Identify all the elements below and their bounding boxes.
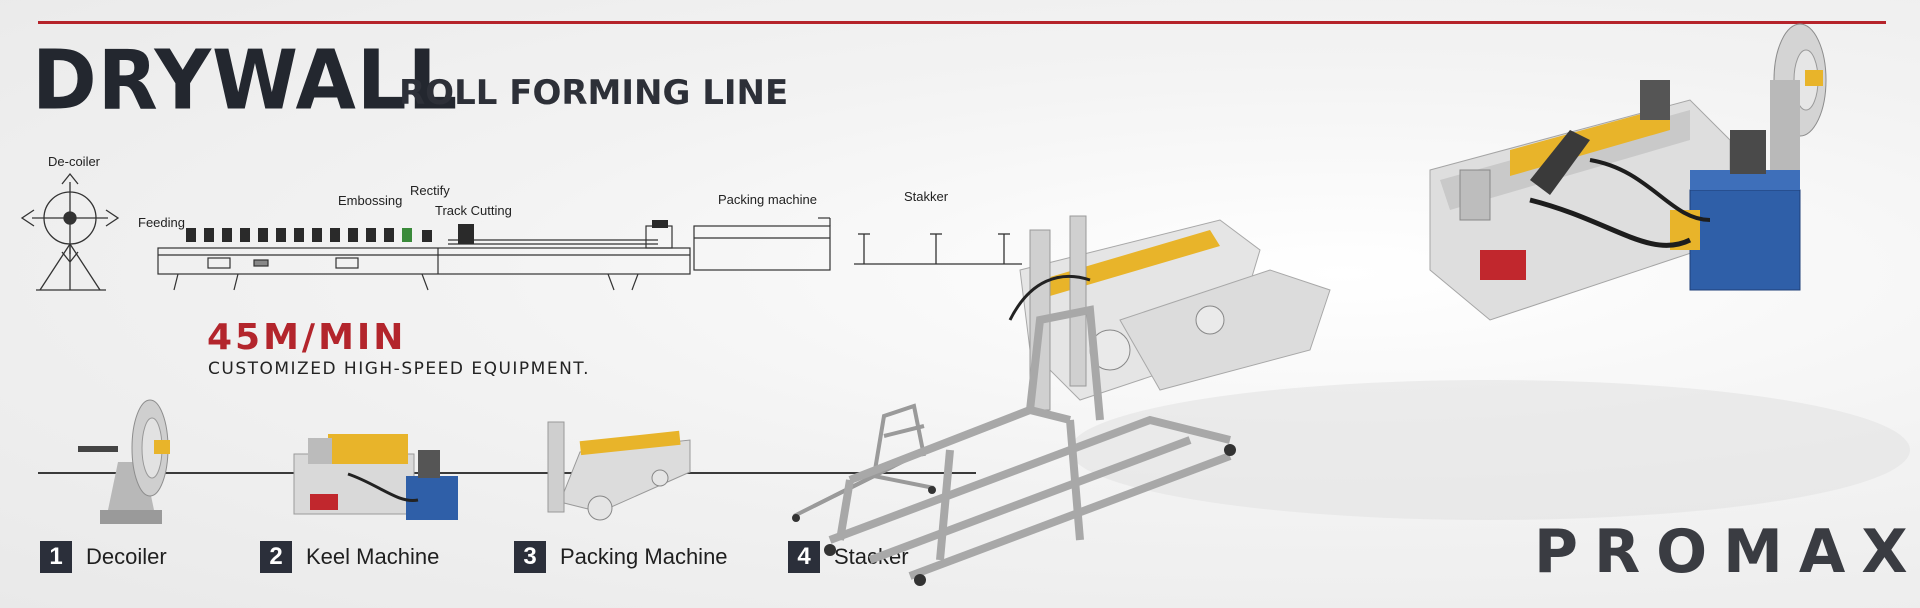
- step-label-packing-machine: Packing Machine: [560, 544, 728, 569]
- speed-headline: 45M/MIN: [207, 317, 407, 358]
- packing-machine-thumbnail: [547, 421, 691, 521]
- promax-logo-text: PROMAX: [1534, 517, 1920, 587]
- roll-former-drawing: [157, 225, 691, 291]
- keel-machine-thumbnail: [293, 434, 458, 520]
- step-number-3: 3: [514, 541, 546, 573]
- step-2: 2 Keel Machine: [260, 540, 439, 574]
- step-3: 3 Packing Machine: [514, 540, 728, 574]
- title-roll-forming-line: ROLL FORMING LINE: [399, 73, 789, 113]
- label-embossing: Embossing: [338, 193, 403, 208]
- step-label-keel-machine: Keel Machine: [306, 544, 440, 569]
- title-drywall: DRYWALL: [32, 33, 459, 129]
- packing-machine-drawing: [693, 217, 831, 271]
- label-de-coiler: De-coiler: [48, 154, 101, 169]
- forming-stands: [186, 220, 668, 244]
- tagline: CUSTOMIZED HIGH-SPEED EQUIPMENT.: [208, 359, 591, 379]
- step-1: 1 Decoiler: [40, 540, 167, 574]
- step-number-1: 1: [40, 541, 72, 573]
- label-feeding: Feeding: [138, 215, 185, 230]
- step-number-2: 2: [260, 541, 292, 573]
- production-line-illustration: [824, 23, 1910, 586]
- label-track-cutting: Track Cutting: [435, 203, 512, 218]
- step-label-decoiler: Decoiler: [86, 544, 167, 569]
- stacker-drawing: [854, 233, 1022, 265]
- line-schematic-diagram: [20, 172, 1022, 291]
- label-stacker: Stakker: [904, 189, 949, 204]
- product-baseline: [38, 472, 976, 474]
- decoiler-thumbnail: [78, 399, 170, 524]
- decoiler-drawing: [20, 172, 120, 291]
- top-accent-line: [38, 21, 1886, 24]
- promax-logo: PROMAX: [1534, 517, 1908, 587]
- stacker-thumbnail: [792, 403, 936, 522]
- label-rectify: Rectify: [410, 183, 450, 198]
- step-number-4: 4: [788, 541, 820, 573]
- step-4: 4 Stacker: [788, 540, 909, 574]
- label-packing-machine: Packing machine: [718, 192, 817, 207]
